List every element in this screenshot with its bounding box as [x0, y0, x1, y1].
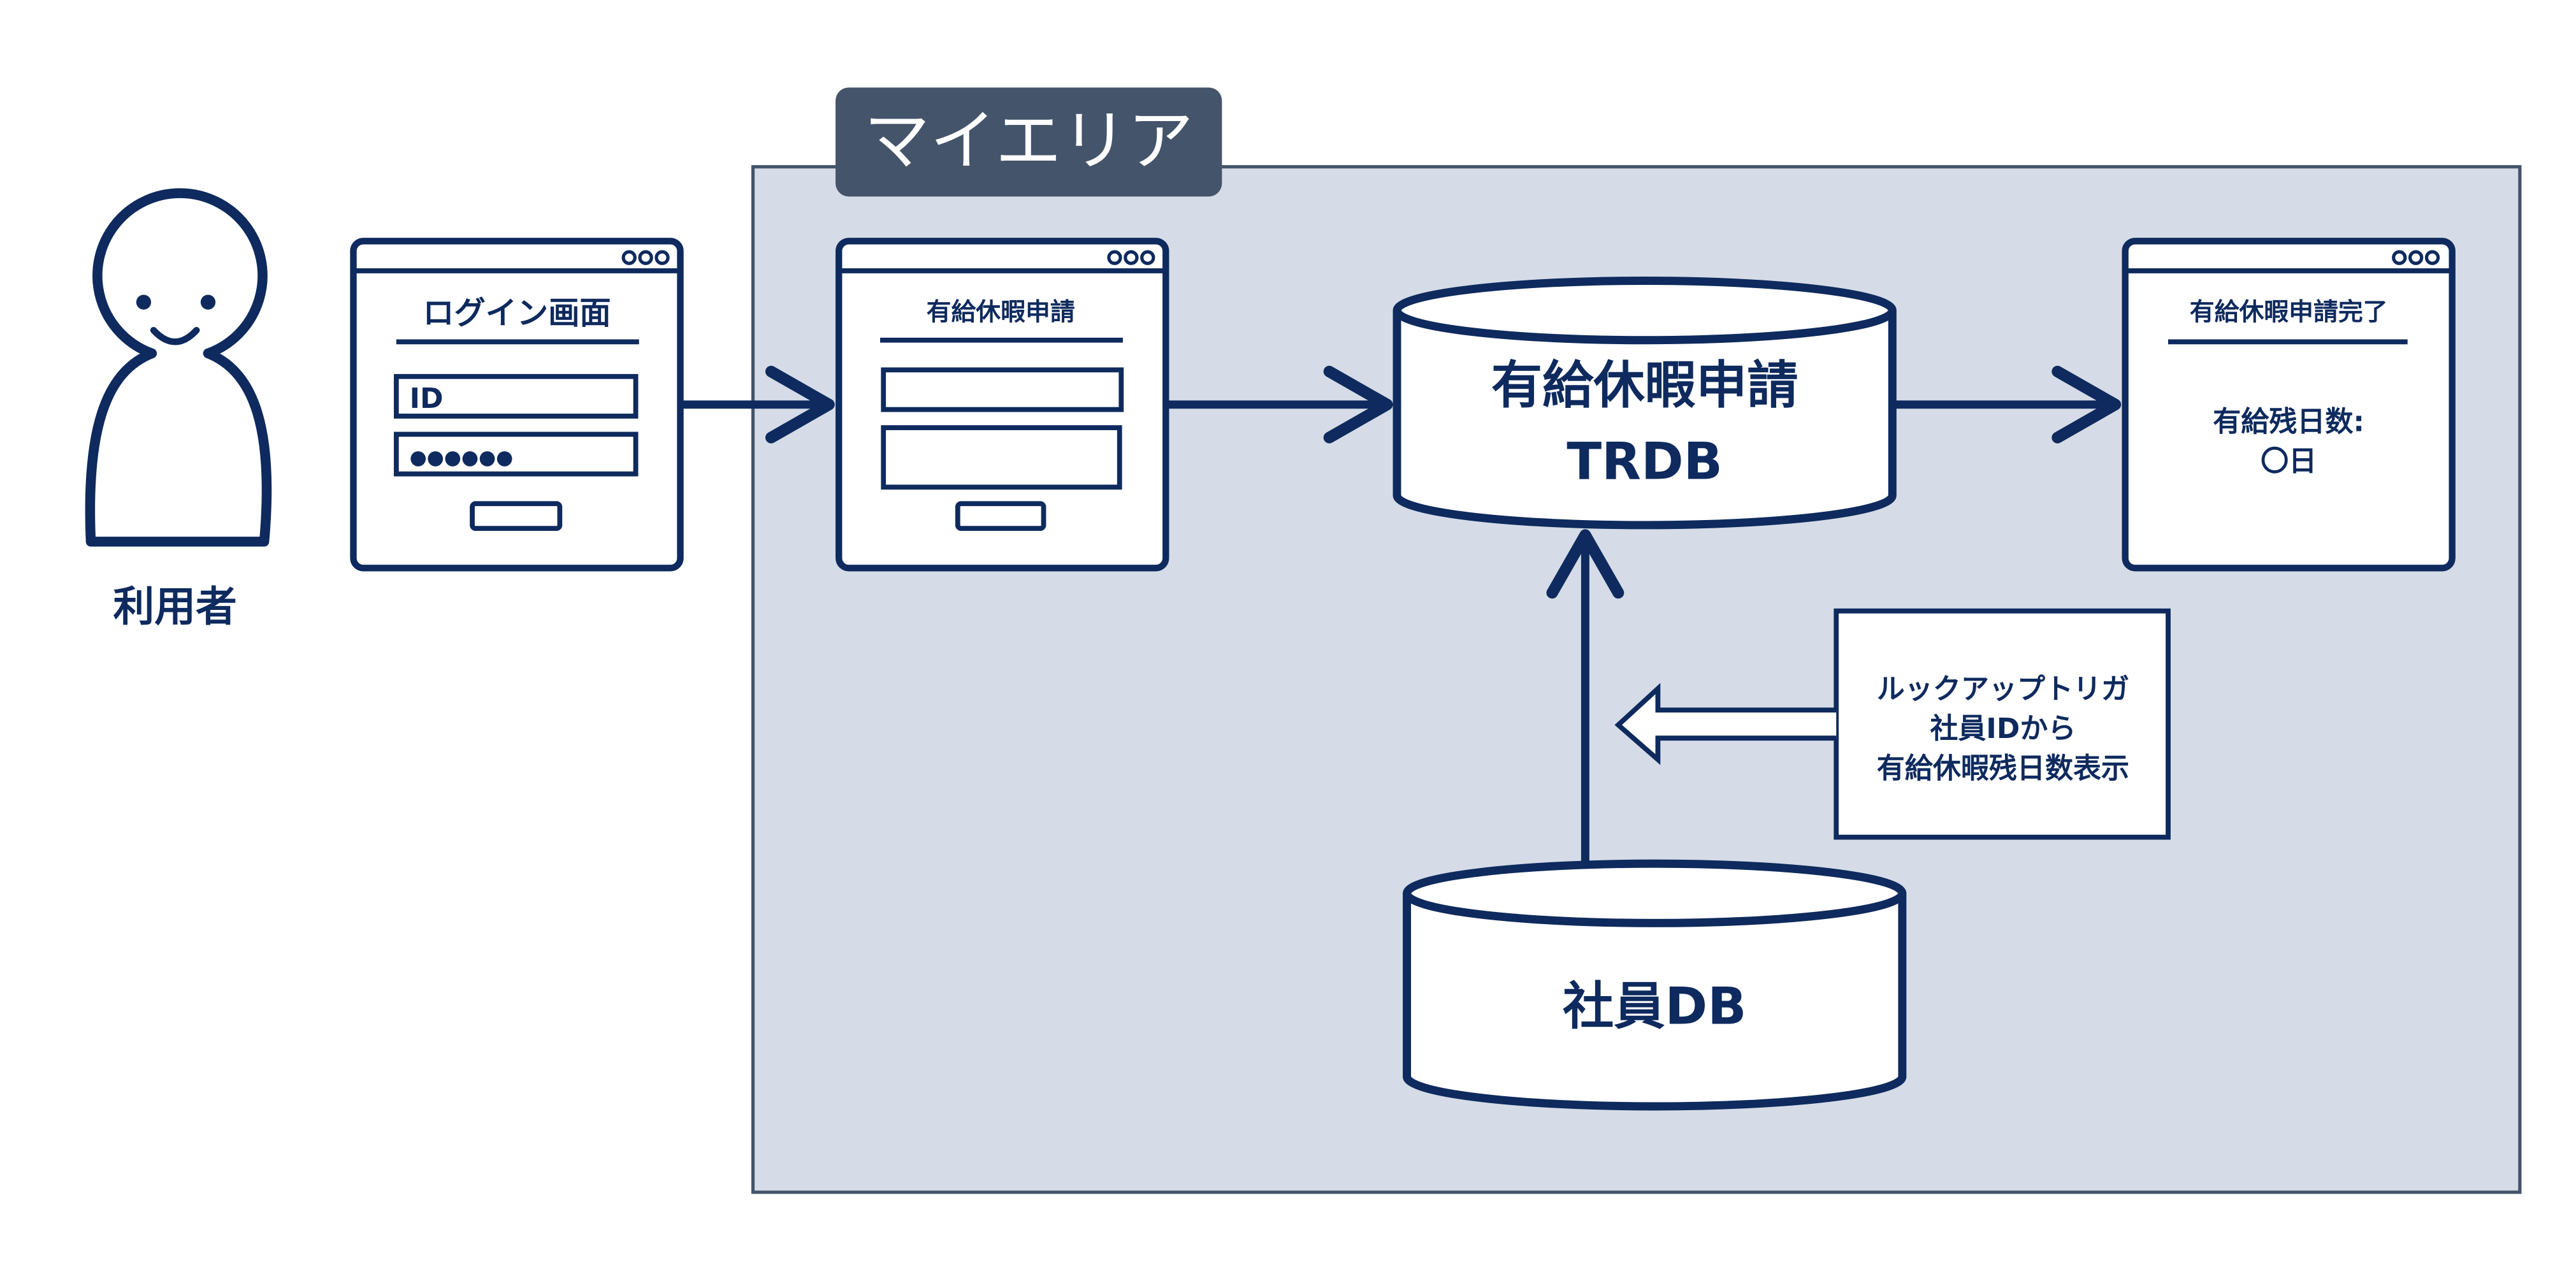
person-icon: [85, 188, 272, 547]
lookup-note-line1: ルックアップトリガ: [1877, 673, 2129, 706]
trdb-database: 有給休暇申請 TRDB: [1393, 276, 1897, 530]
request-screen-window: 有給休暇申請: [836, 238, 1169, 572]
password-field[interactable]: [393, 431, 639, 477]
id-field-text: ID: [410, 382, 444, 415]
login-screen-title: ログイン画面: [423, 294, 611, 331]
id-field[interactable]: [393, 373, 639, 419]
password-field-text: ●●●●●●: [410, 446, 514, 469]
complete-screen-window: 有給休暇申請完了 有給残日数: 〇日: [2122, 238, 2456, 572]
lookup-note-line3: 有給休暇残日数表示: [1877, 752, 2129, 785]
request-field-1[interactable]: [881, 367, 1124, 412]
trdb-label-line1: 有給休暇申請: [1491, 355, 1798, 415]
employee-database: 社員DB: [1403, 859, 1907, 1111]
complete-screen-title: 有給休暇申請完了: [2190, 298, 2388, 327]
trdb-label-line2: TRDB: [1567, 431, 1723, 491]
window-controls-icon: [2392, 250, 2440, 265]
login-screen-window: ログイン画面 ID ●●●●●●: [350, 238, 684, 572]
employee-db-label: 社員DB: [1563, 976, 1747, 1036]
my-area-title: マイエリア: [864, 103, 1194, 180]
request-field-2[interactable]: [881, 425, 1122, 490]
remaining-days-value: 〇日: [2261, 445, 2317, 477]
lookup-arrow-icon: [1614, 683, 1837, 765]
request-submit-button[interactable]: [955, 501, 1046, 532]
remaining-days-label: 有給残日数:: [2213, 405, 2364, 438]
window-controls-icon: [621, 250, 670, 265]
lookup-note-line2: 社員IDから: [1930, 713, 2076, 745]
window-controls-icon: [1107, 250, 1155, 265]
my-area-tab: [836, 87, 1222, 197]
lookup-note: ルックアップトリガ 社員IDから 有給休暇残日数表示: [1834, 608, 2171, 840]
user-label: 利用者: [113, 583, 236, 631]
request-screen-title: 有給休暇申請: [927, 298, 1075, 327]
login-button[interactable]: [470, 501, 563, 532]
